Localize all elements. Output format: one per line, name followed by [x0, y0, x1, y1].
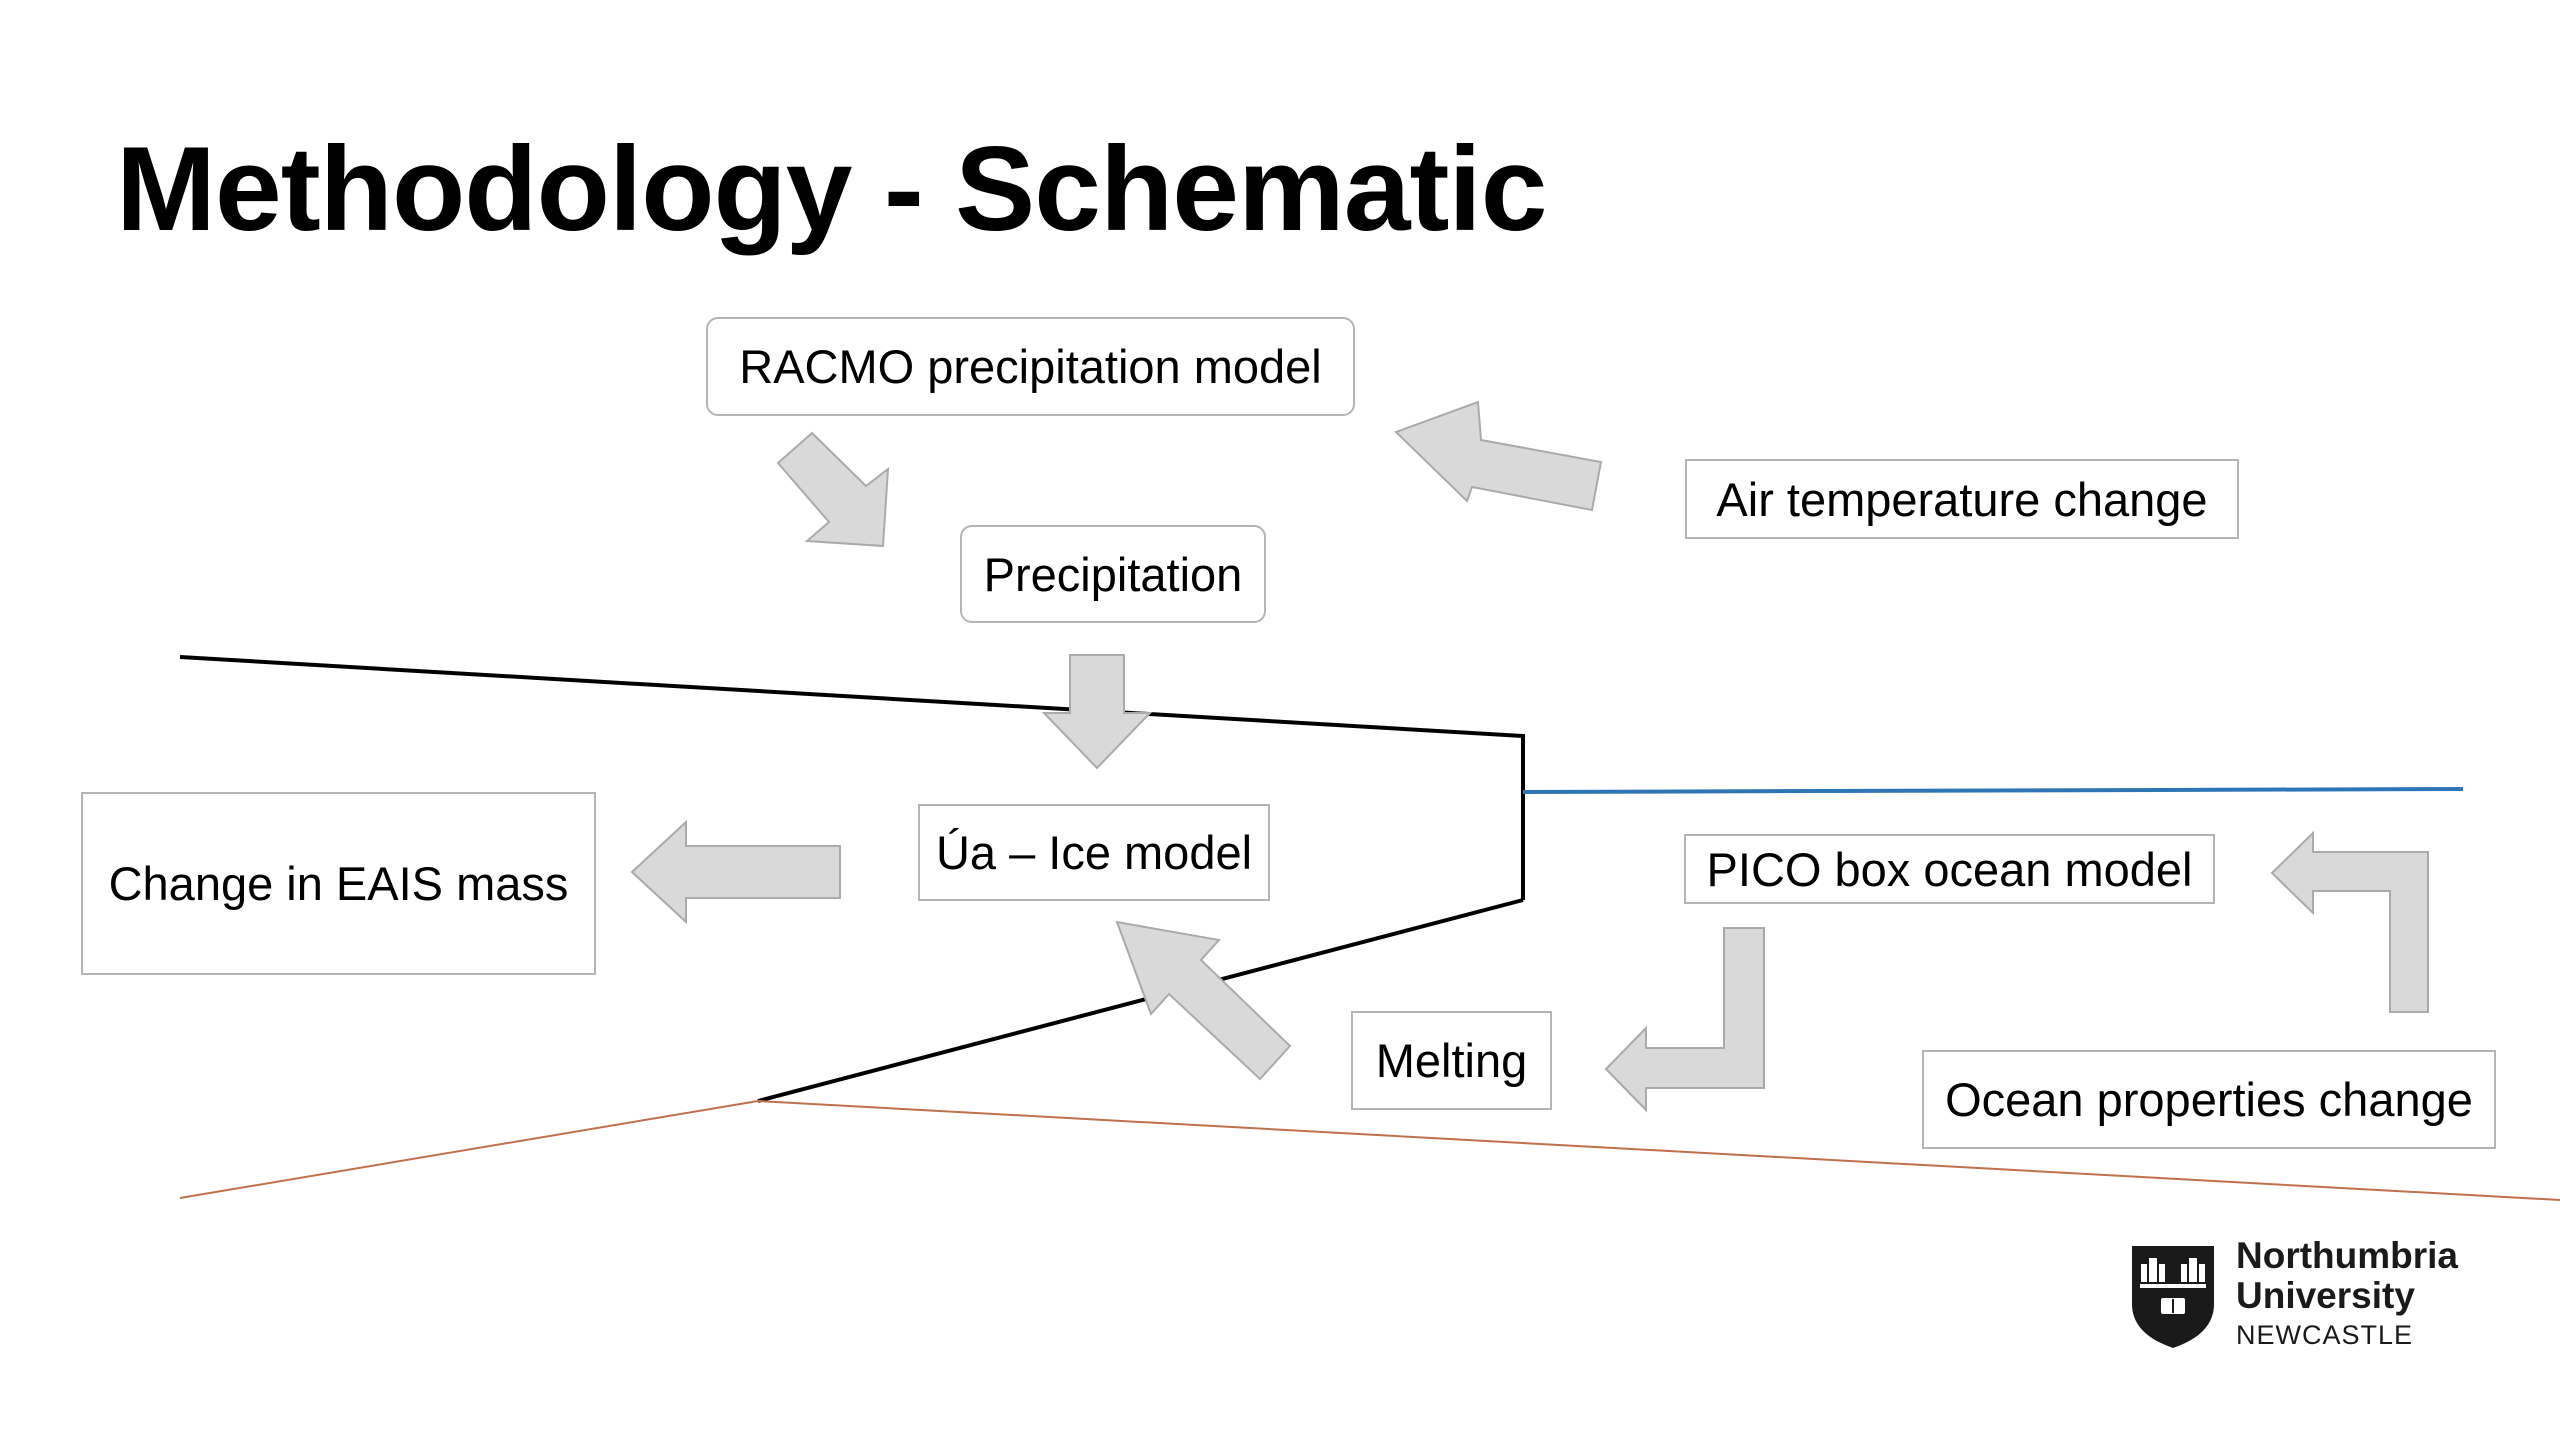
arrow-ua-to-eais	[630, 819, 841, 925]
pico-ocean-model-box: PICO box ocean model	[1684, 834, 2215, 904]
eais-mass-box: Change in EAIS mass	[81, 792, 596, 975]
arrow-precipitation-to-ua	[1041, 654, 1153, 770]
precipitation-box: Precipitation	[960, 525, 1266, 623]
bed-line	[179, 1099, 2560, 1201]
logo-line-1: Northumbria	[2236, 1235, 2458, 1276]
logo-line-2: University	[2236, 1275, 2415, 1316]
university-crest-icon	[2132, 1246, 2214, 1348]
air-temperature-box: Air temperature change	[1685, 459, 2239, 539]
arrow-ocean-to-pico	[2270, 830, 2429, 1013]
slide-title: Methodology - Schematic	[116, 122, 1547, 256]
arrow-melting-to-ua	[1115, 920, 1292, 1081]
arrow-air-temp-to-racmo	[1394, 400, 1603, 512]
ocean-properties-box: Ocean properties change	[1922, 1050, 2496, 1149]
sea-surface-line	[1522, 787, 2464, 794]
ice-surface-line	[179, 655, 1525, 900]
arrow-racmo-to-precipitation	[776, 431, 890, 548]
logo-text: Northumbria University NEWCASTLE	[2236, 1236, 2458, 1352]
melting-box: Melting	[1351, 1011, 1552, 1110]
ua-ice-model-box: Úa – Ice model	[918, 804, 1270, 901]
northumbria-logo: Northumbria University NEWCASTLE	[2128, 1236, 2488, 1356]
arrow-pico-to-melting	[1604, 927, 1765, 1113]
ice-base-line	[757, 898, 1524, 1103]
logo-line-3: NEWCASTLE	[2236, 1320, 2414, 1350]
racmo-model-box: RACMO precipitation model	[706, 317, 1355, 416]
